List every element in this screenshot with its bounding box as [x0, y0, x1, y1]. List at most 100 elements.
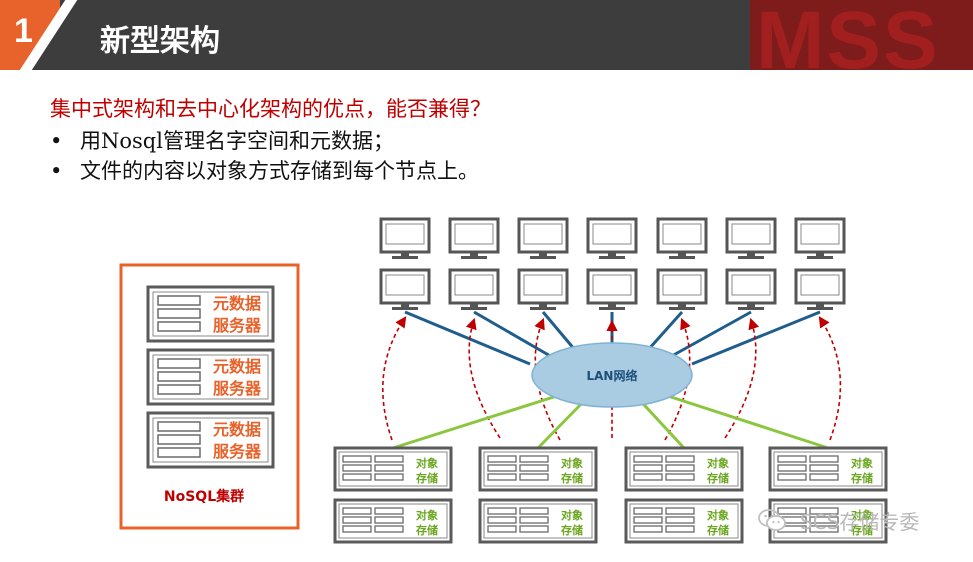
monitor-screen [523, 223, 563, 245]
monitor-screen [454, 223, 494, 245]
drive-slot [809, 516, 839, 524]
monitor-base [807, 307, 833, 310]
drive-slot [665, 473, 695, 481]
drive-slot [487, 525, 517, 533]
monitor-neck [539, 252, 547, 256]
monitor-neck [401, 303, 409, 307]
watermark-text: SCS存储专委 [800, 510, 920, 534]
drive-slot [157, 358, 201, 369]
client-computer-icon [794, 217, 846, 259]
storage-label-line2: 存储 [707, 523, 729, 537]
monitor-base [669, 256, 695, 259]
drive-slot [487, 464, 517, 472]
drive-slot [519, 464, 549, 472]
drive-slot [519, 516, 549, 524]
monitor-base [461, 307, 487, 310]
section-number: 1 [14, 12, 33, 50]
client-computer-icon [379, 217, 431, 259]
client-computer-icon [586, 217, 638, 259]
monitor-screen [800, 223, 840, 245]
data-flow-arrow [818, 316, 842, 441]
wechat-icon [758, 509, 786, 531]
monitor-neck [470, 252, 478, 256]
client-link-line [691, 310, 821, 366]
monitor-screen [385, 223, 425, 245]
metadata-server-label-line2: 服务器 [213, 316, 262, 335]
storage-link-line [664, 393, 829, 450]
monitor-neck [678, 303, 686, 307]
headline: 集中式架构和去中心化架构的优点，能否兼得？ [50, 97, 491, 121]
data-flow-arrow [382, 316, 407, 441]
data-flow-arrow [534, 317, 561, 441]
drive-slot [342, 455, 372, 463]
lan-network-label: LAN网络 [587, 368, 638, 383]
monitor-neck [816, 252, 824, 256]
data-flow-arrow [465, 317, 501, 439]
drive-slot [157, 434, 201, 445]
drive-slot [157, 295, 201, 306]
monitor-screen [731, 223, 771, 245]
metadata-server-label-line1: 元数据 [213, 420, 261, 439]
storage-label-line2: 存储 [561, 523, 583, 537]
monitor-screen [592, 274, 632, 296]
storage-label-line2: 存储 [707, 471, 729, 485]
monitor-base [599, 256, 625, 259]
lan-network-ellipse [531, 342, 693, 408]
nosql-cluster-label: NoSQL集群 [164, 488, 244, 505]
drive-slot [633, 507, 663, 515]
drive-slot [777, 473, 807, 481]
storage-label-line1: 对象 [561, 456, 583, 470]
bullet-item: •用Nosql管理名字空间和元数据； [50, 125, 394, 155]
storage-link-line [392, 393, 561, 450]
drive-slot [519, 473, 549, 481]
client-link-line [669, 310, 752, 359]
drive-slot [487, 516, 517, 524]
data-flow-arrow [724, 317, 760, 439]
storage-label-line2: 存储 [851, 523, 873, 537]
drive-slot [374, 473, 404, 481]
drive-slot [777, 507, 807, 515]
drive-slot [633, 455, 663, 463]
monitor-neck [401, 252, 409, 256]
client-computer-icon [725, 217, 777, 259]
storage-label-line1: 对象 [416, 456, 438, 470]
client-computer-icon [656, 268, 708, 310]
monitor-base [738, 256, 764, 259]
client-computer-icon [448, 217, 500, 259]
monitor-screen [662, 274, 702, 296]
drive-slot [665, 516, 695, 524]
client-computer-icon [586, 268, 638, 310]
client-computer-icon [794, 268, 846, 310]
drive-slot [809, 507, 839, 515]
drive-slot [374, 516, 404, 524]
page-title: 新型架构 [100, 24, 220, 59]
drive-slot [157, 447, 201, 458]
client-link-line [404, 310, 531, 366]
bullet-text: 用Nosql管理名字空间和元数据； [80, 129, 394, 153]
drive-slot [487, 473, 517, 481]
drive-slot [519, 507, 549, 515]
drive-slot [809, 473, 839, 481]
monitor-neck [678, 252, 686, 256]
client-computer-icon [379, 268, 431, 310]
drive-slot [777, 455, 807, 463]
client-computer-icon [517, 217, 569, 259]
drive-slot [374, 507, 404, 515]
drive-slot [157, 421, 201, 432]
drive-slot [342, 516, 372, 524]
client-computer-icon [448, 268, 500, 310]
storage-label-line2: 存储 [561, 471, 583, 485]
drive-slot [777, 464, 807, 472]
monitor-neck [747, 252, 755, 256]
drive-slot [374, 525, 404, 533]
drive-slot [342, 473, 372, 481]
drive-slot [487, 455, 517, 463]
metadata-server-label-line1: 元数据 [213, 294, 261, 313]
drive-slot [519, 455, 549, 463]
monitor-base [599, 307, 625, 310]
